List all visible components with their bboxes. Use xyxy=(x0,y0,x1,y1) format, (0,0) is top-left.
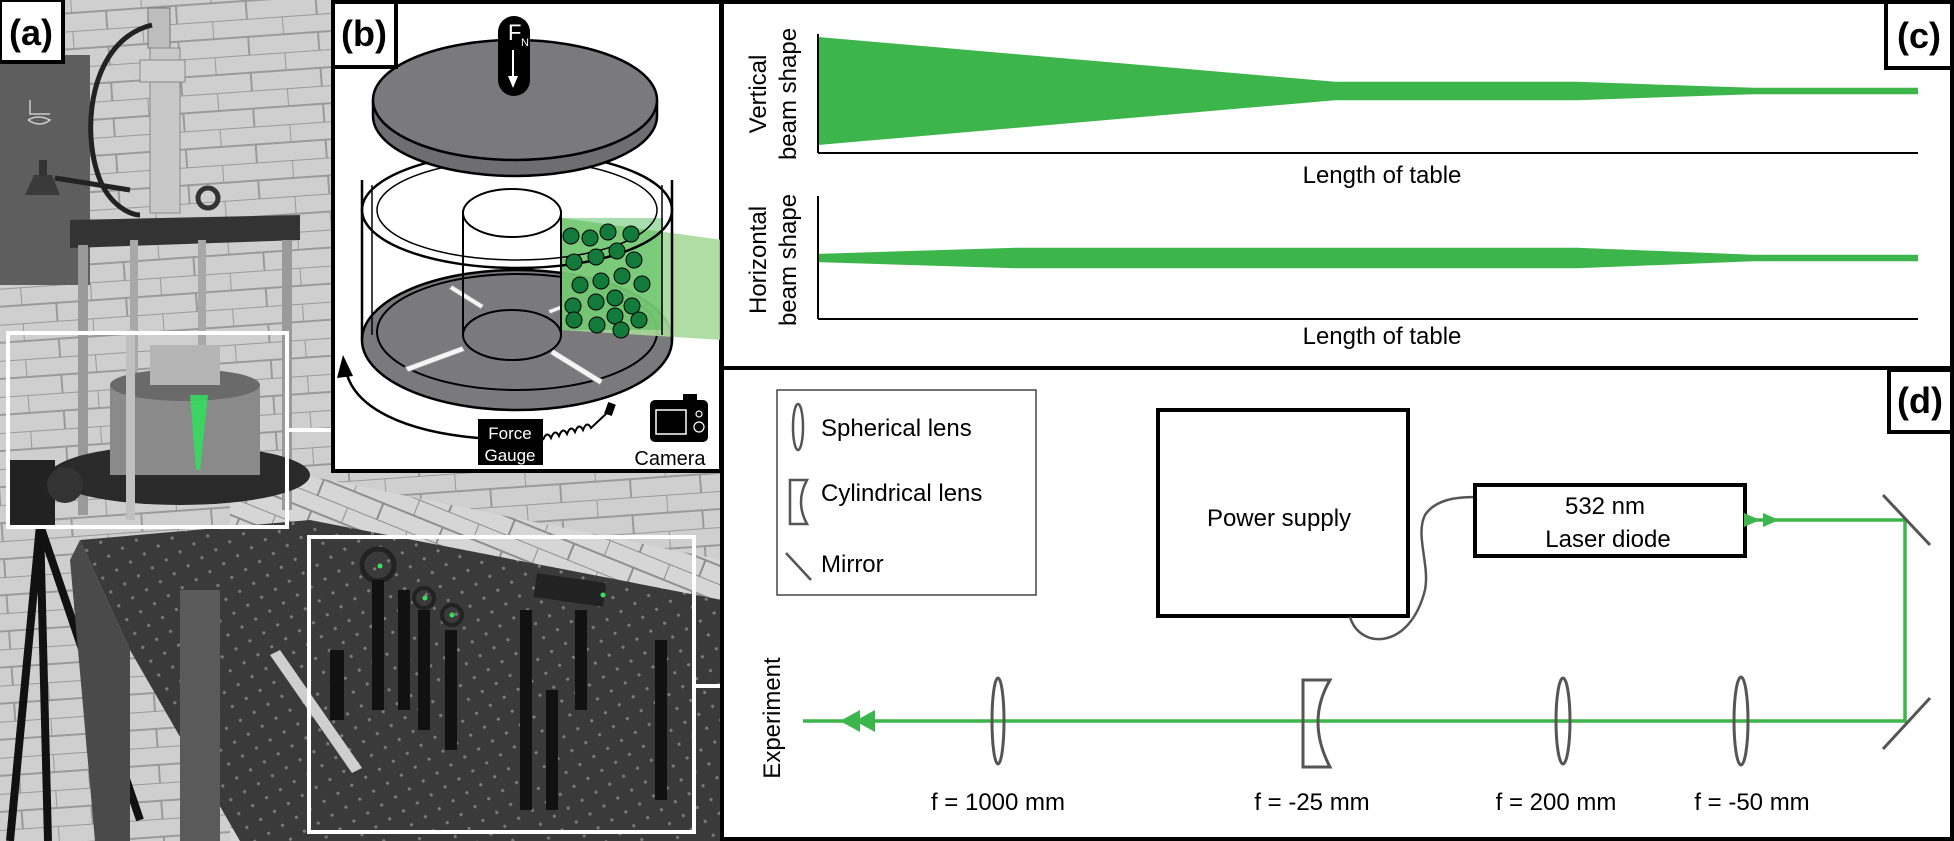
camera-icon xyxy=(650,394,708,442)
chalk-drawing xyxy=(27,100,52,125)
spherical-lens-200 xyxy=(1554,676,1572,766)
particles xyxy=(562,223,651,339)
legend-box xyxy=(776,389,1037,596)
force-symbol: F xyxy=(508,20,521,45)
panel-label-box-b xyxy=(331,0,398,69)
vertical-beam-shape xyxy=(818,37,1918,145)
ruler xyxy=(270,650,362,773)
vanes xyxy=(404,284,604,386)
table-leg xyxy=(180,590,220,841)
laser-sheet-photo xyxy=(190,395,208,470)
laser-diode-box xyxy=(1473,483,1747,558)
mirror-bottom xyxy=(1881,696,1932,751)
spherical-lens-50 xyxy=(1732,675,1750,767)
ylabel-vertical-2: beam shape xyxy=(775,28,802,160)
shear-cell-photo xyxy=(10,330,310,525)
force-gauge-label-1: Force xyxy=(488,424,531,443)
panel-label-box-d xyxy=(1887,368,1954,434)
press-frame xyxy=(70,7,300,515)
mirror-icon xyxy=(785,552,812,581)
force-gauge-label-2: Gauge xyxy=(484,446,535,465)
ylabel-vertical-1: Vertical xyxy=(745,55,772,134)
panel-label-c: (c) xyxy=(1897,15,1941,56)
beam-direction-arrows-exp xyxy=(840,710,875,732)
laser-beam-path xyxy=(803,518,1907,723)
desk-lamp xyxy=(25,160,131,195)
inner-cylinder xyxy=(462,210,562,335)
camera-photo xyxy=(10,460,55,525)
force-subscript: N xyxy=(521,37,529,49)
spherical-lens-1000 xyxy=(990,676,1006,766)
focal-length-50: f = -50 mm xyxy=(1694,789,1809,816)
legend-spherical-lens: Spherical lens xyxy=(821,415,972,442)
power-supply-box xyxy=(1156,408,1410,618)
laser-label: Laser diode xyxy=(1545,526,1670,553)
optic-mounts-photo xyxy=(330,546,667,810)
legend-cylindrical-lens: Cylindrical lens xyxy=(821,480,982,507)
panel-b: F N Force Gauge Camera (b) xyxy=(331,0,723,473)
horizontal-beam-chart: Horizontal beam shape Length of table xyxy=(745,194,1918,350)
ylabel-horizontal-1: Horizontal xyxy=(745,206,772,314)
panel-label-d: (d) xyxy=(1897,380,1943,421)
power-cable xyxy=(1348,495,1476,641)
panel-label-box-a xyxy=(0,0,65,64)
panel-c: Vertical beam shape Length of table Hori… xyxy=(720,0,1954,370)
panel-label-b: (b) xyxy=(341,13,387,54)
power-supply-label: Power supply xyxy=(1207,505,1351,532)
vertical-beam-chart: Vertical beam shape Length of table xyxy=(745,28,1918,189)
spring-icon xyxy=(542,411,609,441)
cylindrical-lens-icon xyxy=(788,478,810,526)
experiment-label: Experiment xyxy=(759,657,786,779)
focal-length-25: f = -25 mm xyxy=(1254,789,1369,816)
panel-d: Spherical lens Cylindrical lens Mirror P… xyxy=(720,366,1954,841)
ylabel-horizontal-2: beam shape xyxy=(775,194,802,326)
panel-label-box-c xyxy=(1884,0,1954,70)
beam-direction-arrows-out xyxy=(1744,513,1779,527)
camera-label: Camera xyxy=(634,448,706,470)
laser-wavelength: 532 nm xyxy=(1565,493,1645,520)
horizontal-beam-shape xyxy=(818,247,1918,269)
xlabel-horizontal: Length of table xyxy=(1303,323,1462,350)
focal-length-1000: f = 1000 mm xyxy=(931,789,1065,816)
panel-label-a: (a) xyxy=(9,12,53,53)
legend-mirror: Mirror xyxy=(821,551,884,578)
force-gauge xyxy=(478,419,543,465)
spherical-lens-icon xyxy=(791,402,805,452)
focal-length-200: f = 200 mm xyxy=(1496,789,1617,816)
rotation-arrow-icon xyxy=(343,364,479,440)
mirror-top xyxy=(1881,493,1932,547)
cylindrical-lens-25 xyxy=(1301,678,1333,769)
xlabel-vertical: Length of table xyxy=(1303,162,1462,189)
